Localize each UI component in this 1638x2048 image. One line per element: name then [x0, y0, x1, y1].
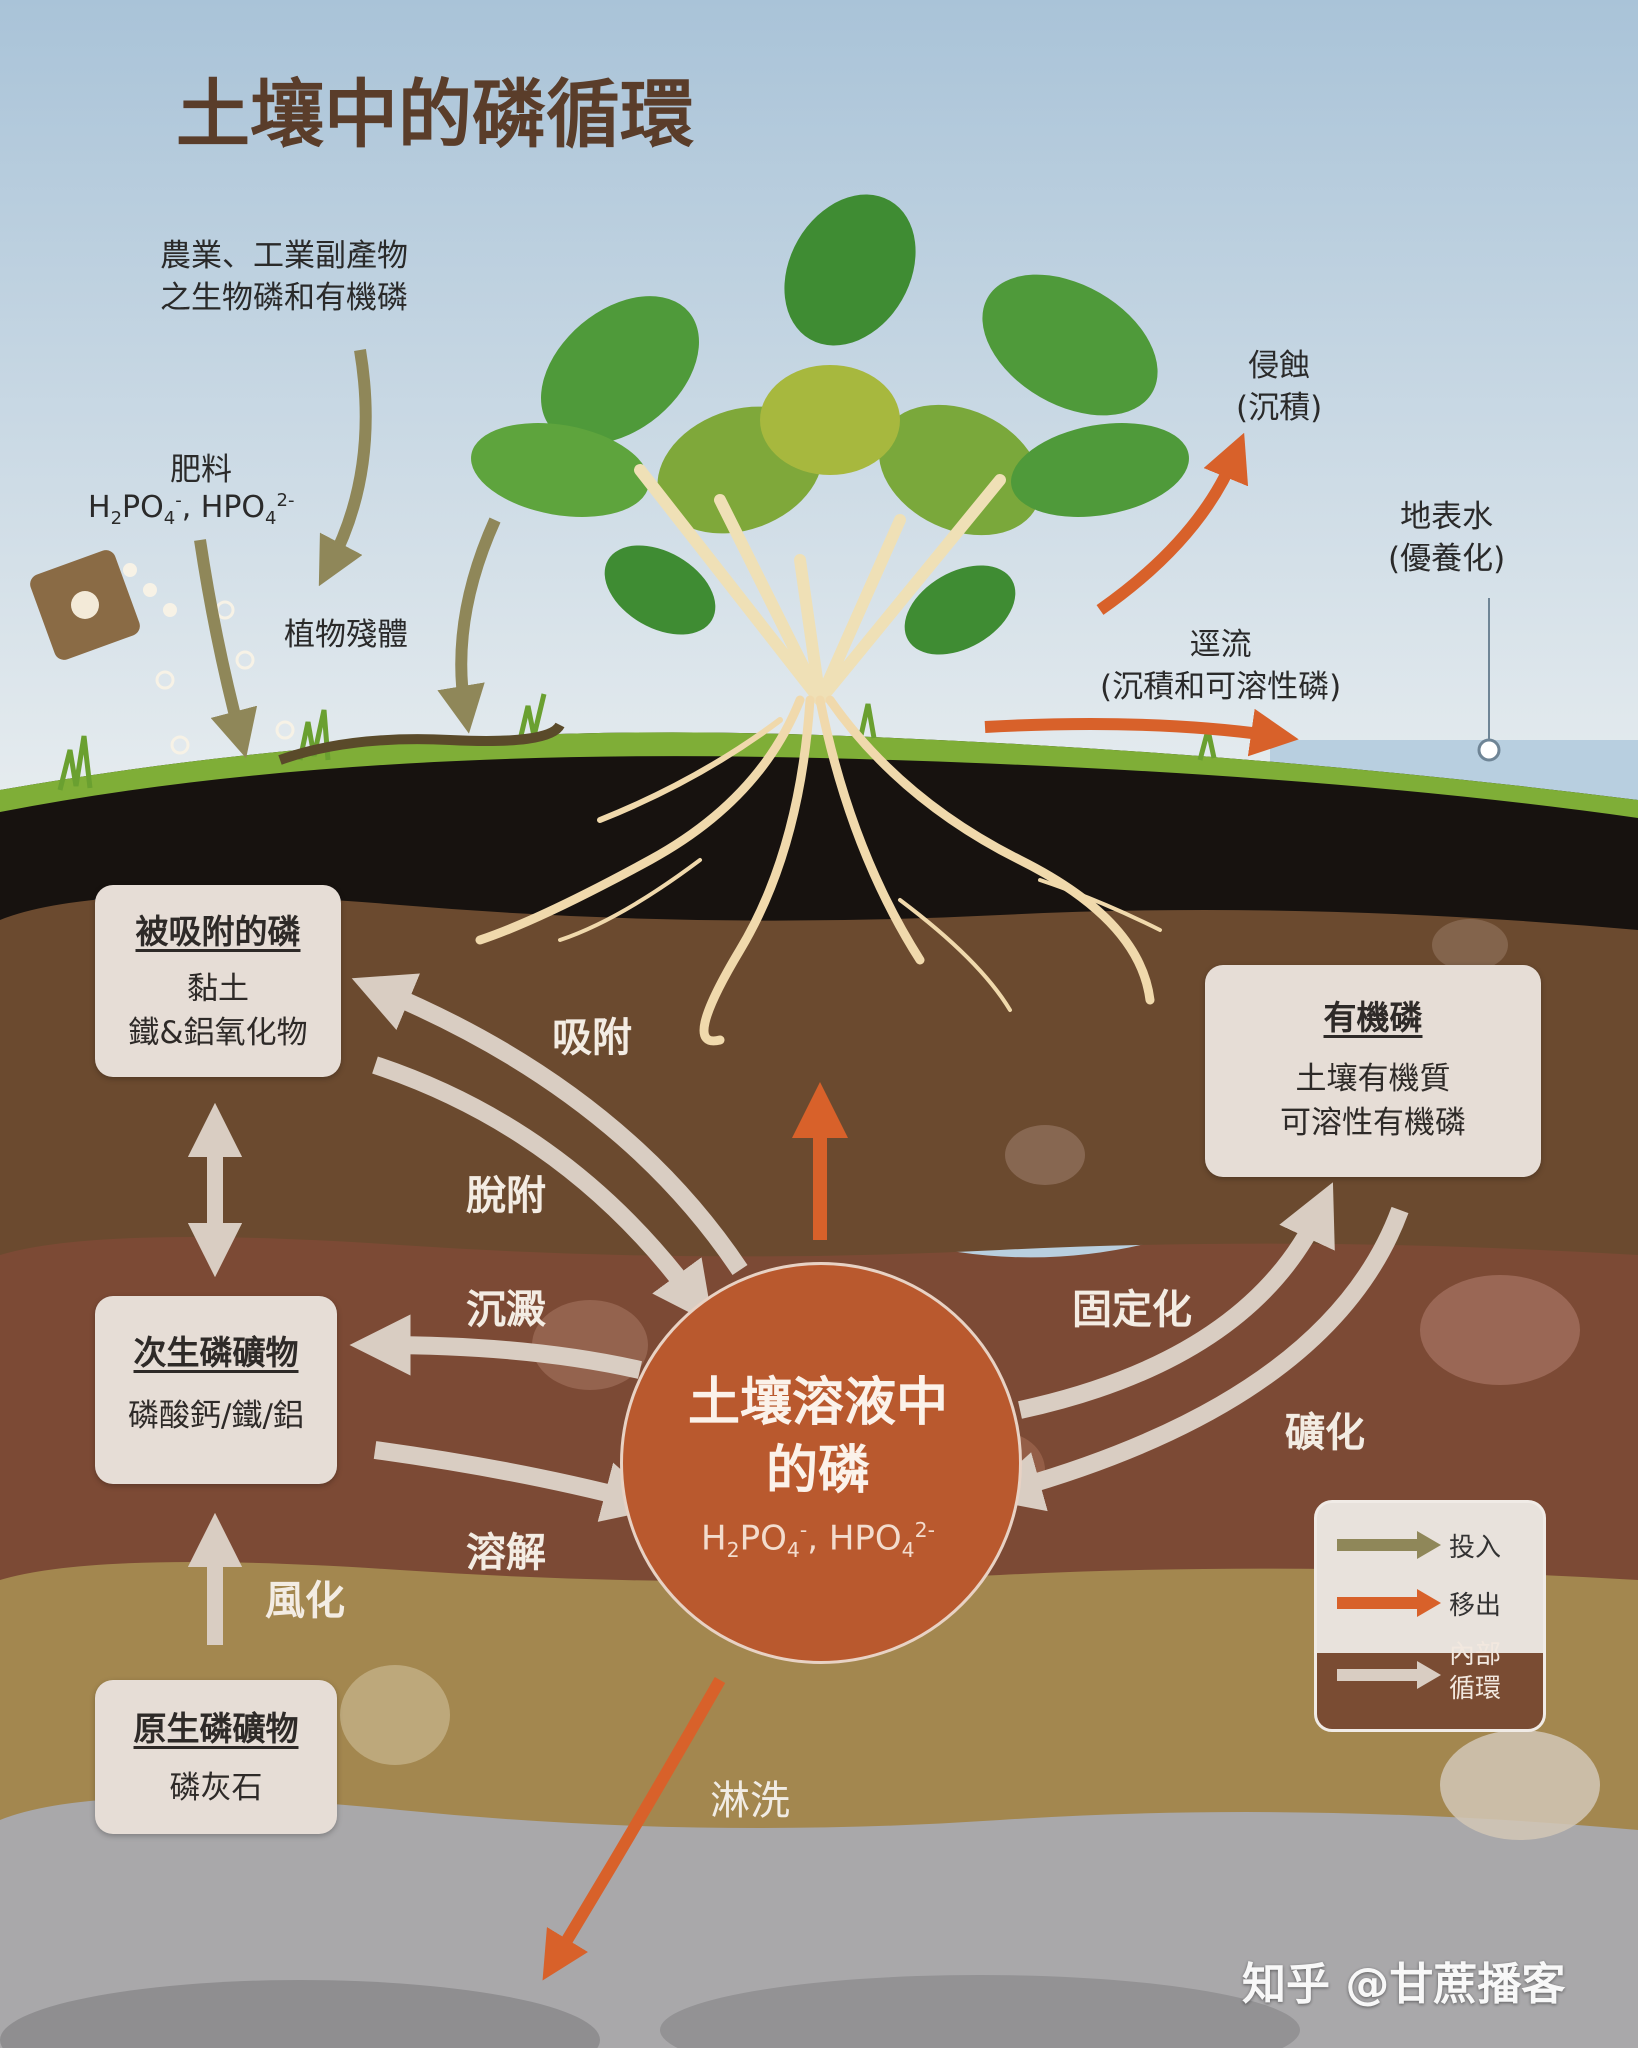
organic-title: 有機磷: [1323, 998, 1423, 1037]
cc-formula-sub-4: 4: [786, 1538, 800, 1563]
leaching-arrow: [542, 1677, 726, 1981]
dissolution-arrow: [373, 1441, 665, 1522]
runoff-label: 逕流 (沉積和可溶性磷): [1100, 625, 1341, 709]
grass-strip: [0, 732, 1638, 818]
leaching-label: 淋洗: [710, 1778, 790, 1824]
legend-internal-label: 內部 循環: [1449, 1639, 1501, 1707]
adsorbed-line-2: 鐵&鋁氧化物: [128, 1015, 308, 1052]
erosion-arrow: [1096, 432, 1249, 615]
residue-input-arrow: [437, 517, 501, 734]
primary-line-1: 磷灰石: [169, 1770, 263, 1806]
plant-residue-label: 植物殘體: [284, 617, 408, 653]
roots-icon: [475, 695, 1162, 1046]
adsorbed-p-box: 被吸附的磷 黏土 鐵&鋁氧化物: [95, 885, 341, 1077]
fertilizer-label: 肥料: [170, 452, 232, 488]
cc-formula-separator: ,: [807, 1518, 818, 1559]
runoff-arrow: [984, 708, 1299, 757]
desorption-arrow: [372, 1056, 714, 1325]
secondary-line-1: 磷酸鈣/鐵/鋁: [128, 1398, 304, 1434]
runoff-line-1: 逕流: [1189, 627, 1252, 663]
formula-hpo-sup: 2-: [276, 490, 295, 511]
erosion-line-2: (沉積): [1236, 389, 1323, 426]
adsorption-arrow: [351, 973, 748, 1275]
byproduct-input-arrow: [318, 349, 372, 587]
byproducts-line-1: 農業、工業副產物: [160, 238, 408, 274]
formula-hpo: HPO: [200, 490, 266, 525]
secondary-title: 次生磷礦物: [133, 1333, 299, 1372]
erosion-label: 侵蝕 (沉積): [1236, 346, 1322, 430]
adsorbed-line-1: 黏土: [187, 971, 249, 1007]
formula-po: PO: [122, 490, 164, 525]
formula-sup-minus: -: [175, 490, 182, 511]
byproducts-label: 農業、工業副產物 之生物磷和有機磷: [160, 236, 408, 320]
adsorption-label: 吸附: [552, 1015, 632, 1061]
cc-formula-hpo-sup: 2-: [914, 1518, 935, 1542]
surface-water-label: 地表水 (優養化): [1388, 497, 1505, 581]
runoff-line-2: (沉積和可溶性磷): [1100, 668, 1342, 705]
formula-separator: ,: [181, 490, 192, 525]
legend: 投入 移出 內部 循環: [1314, 1500, 1546, 1732]
immobilization-arrow: [1018, 1182, 1335, 1419]
solution-formula: H2PO4-, HPO42-: [640, 1518, 996, 1562]
cc-formula-sup-minus: -: [799, 1518, 808, 1542]
legend-soil-band: [1317, 1653, 1543, 1729]
plant-icon: [471, 194, 1189, 706]
secondary-mineral-box: 次生磷礦物 磷酸鈣/鐵/鋁: [95, 1296, 337, 1484]
organic-line-1: 土壤有機質: [1295, 1061, 1451, 1097]
organic-p-box: 有機磷 土壤有機質 可溶性有機磷: [1205, 965, 1541, 1177]
cc-formula-hpo: HPO: [828, 1518, 902, 1559]
fertilizer-formula: H2PO4-, HPO42-: [88, 488, 294, 531]
primary-mineral-box: 原生磷礦物 磷灰石: [95, 1680, 337, 1834]
mineralization-label: 礦化: [1285, 1410, 1365, 1456]
cc-formula-hpo-sub: 4: [901, 1538, 915, 1563]
fertilizer-bag-icon: [30, 550, 295, 755]
mineralization-arrow: [980, 1206, 1409, 1512]
cc-formula-po: PO: [739, 1518, 787, 1559]
legend-internal-line-1: 內部: [1449, 1640, 1502, 1670]
residue-shape: [278, 722, 565, 765]
formula-sub-4: 4: [163, 508, 176, 529]
soil-solution-p-circle: [620, 1262, 1022, 1664]
page-title: 土壤中的磷循環: [176, 72, 694, 158]
legend-removal-label: 移出: [1449, 1591, 1502, 1621]
legend-input-label: 投入: [1449, 1533, 1502, 1563]
dissolution-label: 溶解: [466, 1530, 546, 1576]
cc-formula-sub-2: 2: [726, 1538, 740, 1563]
legend-arrows: [1337, 1531, 1441, 1689]
formula-hpo-sub: 4: [265, 508, 277, 529]
formula-h: H: [88, 490, 111, 525]
surface-water-line-1: 地表水: [1400, 499, 1494, 535]
organic-line-2: 可溶性有機磷: [1280, 1105, 1466, 1142]
fertilizer-input-arrow: [194, 539, 258, 759]
desorption-label: 脫附: [466, 1173, 546, 1219]
solution-title-line-2: 的磷: [765, 1441, 870, 1501]
immobilization-label: 固定化: [1072, 1287, 1192, 1333]
solution-title-line-1: 土壤溶液中: [687, 1373, 948, 1433]
primary-title: 原生磷礦物: [133, 1709, 299, 1748]
watermark: 知乎 @甘蔗播客: [1242, 1959, 1566, 2010]
surface-water-line-2: (優養化): [1388, 540, 1506, 577]
precipitation-arrow: [349, 1314, 642, 1379]
precipitation-label: 沉澱: [466, 1287, 546, 1333]
formula-sub-2: 2: [110, 508, 123, 529]
byproducts-line-2: 之生物磷和有機磷: [160, 279, 408, 316]
legend-internal-line-2: 循環: [1449, 1673, 1502, 1704]
adsorbed-title: 被吸附的磷: [135, 912, 301, 951]
weathering-label: 風化: [265, 1578, 345, 1624]
topsoil-layer: [0, 732, 1638, 930]
cc-formula-h: H: [701, 1518, 727, 1559]
erosion-line-1: 侵蝕: [1248, 348, 1311, 384]
